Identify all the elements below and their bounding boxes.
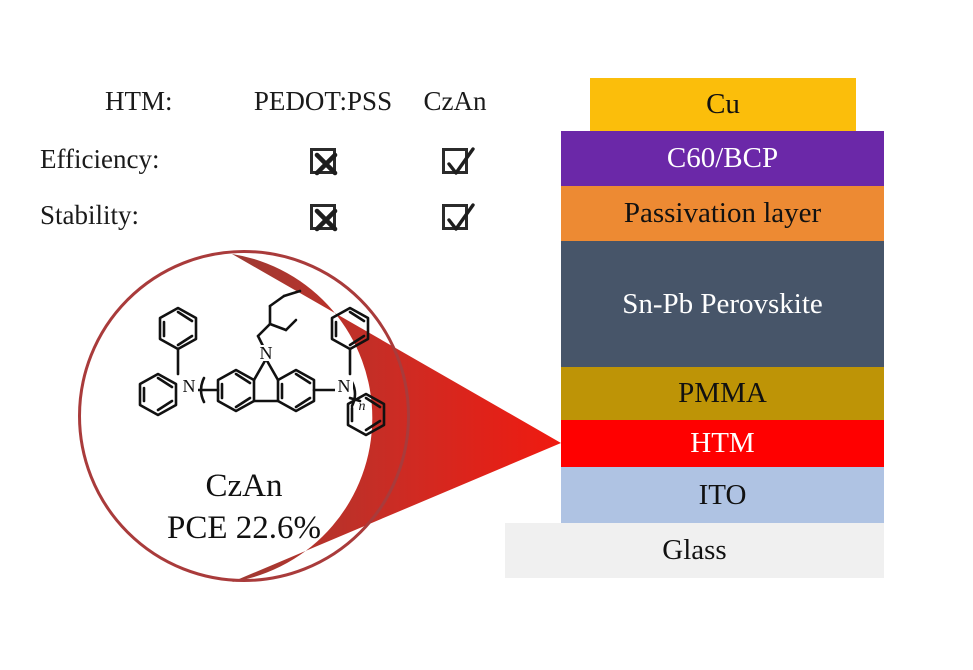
stack-layer-pmma: PMMA [561, 367, 884, 420]
stability-czan-cell [400, 200, 510, 231]
htm-comparison-table: HTM: PEDOT:PSS CzAn Efficiency: [0, 74, 510, 244]
atom-label-n-carbazole: N [260, 343, 273, 363]
comparison-column-a-header: PEDOT:PSS [253, 85, 393, 116]
stack-layer-glass: Glass [505, 523, 884, 578]
stack-layer-perovskite: Sn-Pb Perovskite [561, 241, 884, 367]
stack-layer-label-htm: HTM [690, 427, 755, 459]
molecule-callout-circle [78, 250, 410, 582]
device-stack: Cu C60/BCP Passivation layer Sn-Pb Perov… [505, 78, 905, 583]
molecule-pce-label: PCE 22.6% [166, 510, 321, 546]
stack-layer-label-glass: Glass [662, 534, 727, 566]
comparison-row-label-efficiency: Efficiency: [40, 143, 160, 174]
comparison-row-label-stability: Stability: [40, 199, 140, 230]
stack-layer-passivation: Passivation layer [561, 186, 884, 241]
stack-layer-label-cu: Cu [706, 88, 740, 120]
cross-icon [310, 204, 338, 232]
efficiency-pedotpss-cell [248, 144, 398, 176]
comparison-header-label: HTM: [105, 85, 173, 116]
efficiency-czan-cell [400, 144, 510, 175]
stability-pedotpss-cell [248, 200, 398, 232]
atom-label-n-left: N [183, 376, 196, 396]
check-icon [442, 147, 475, 175]
stack-layer-ito: ITO [561, 467, 884, 523]
stack-layer-label-ito: ITO [698, 478, 747, 511]
stack-layer-label-perovskite: Sn-Pb Perovskite [622, 287, 823, 320]
cross-icon [310, 148, 338, 176]
atom-label-n-right: N [338, 376, 351, 396]
czan-molecular-structure: N N N n [138, 289, 386, 437]
stack-layer-label-c60-bcp: C60/BCP [666, 142, 779, 174]
stack-layer-c60-bcp: C60/BCP [561, 131, 884, 186]
molecule-name-label: CzAn [205, 468, 283, 504]
stack-layer-label-pmma: PMMA [678, 377, 767, 409]
stack-layer-label-passivation: Passivation layer [623, 197, 822, 229]
stack-layer-htm: HTM [561, 420, 884, 467]
comparison-row-stability: Stability: [0, 192, 510, 238]
comparison-header-row: HTM: PEDOT:PSS CzAn [0, 78, 510, 124]
check-icon [442, 203, 475, 231]
repeat-unit-label: n [359, 399, 366, 414]
comparison-row-efficiency: Efficiency: [0, 136, 510, 182]
comparison-column-b-header: CzAn [423, 85, 487, 116]
stack-layer-cu: Cu [590, 78, 856, 131]
